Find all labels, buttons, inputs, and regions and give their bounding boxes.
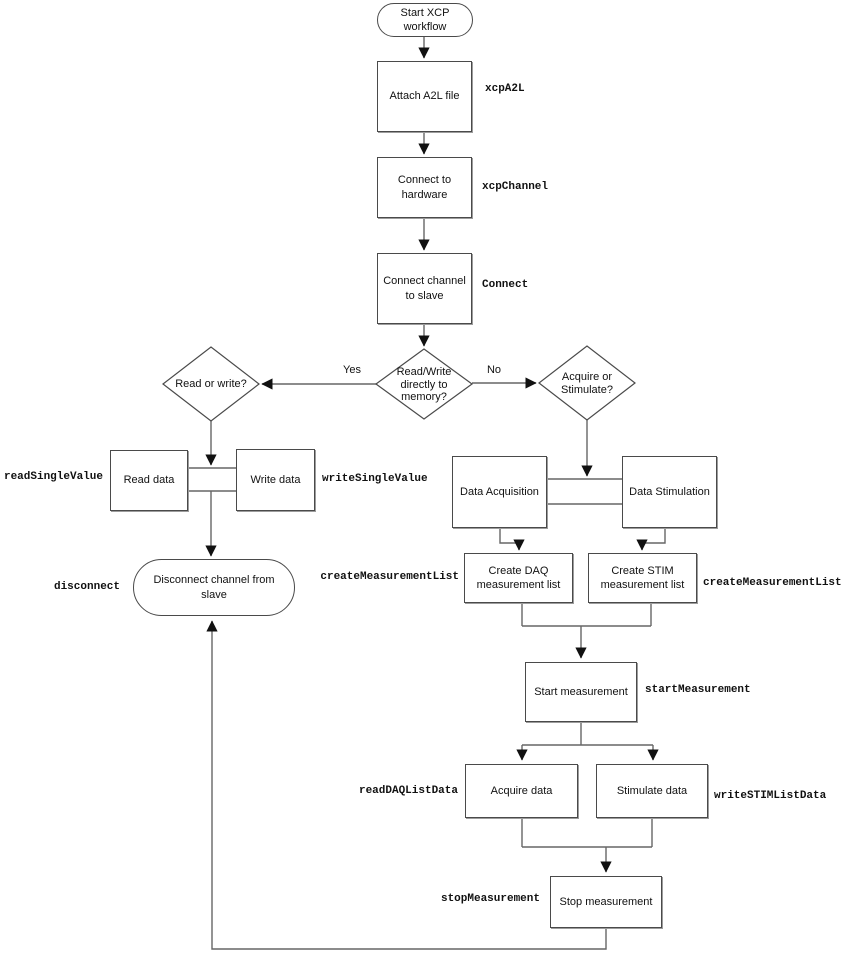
node-start-measurement: Start measurement	[525, 662, 637, 722]
label-xcpChannel: xcpChannel	[482, 181, 549, 193]
decision-acquire-stimulate-label: Acquire or Stimulate?	[561, 371, 613, 396]
label-connect: Connect	[482, 279, 529, 291]
label-createMeasurementList-right: createMeasurementList	[703, 577, 842, 589]
label-createMeasurementList-left: createMeasurementList	[320, 571, 459, 583]
edge-datastim-to-createstim	[636, 528, 666, 551]
label-readDAQListData: readDAQListData	[358, 785, 458, 797]
branch-label-yes: Yes	[343, 364, 361, 376]
node-attach-a2l-file: Attach A2L file	[377, 61, 472, 132]
decision-read-write-shape	[162, 346, 260, 422]
label-writeSTIMListData: writeSTIMListData	[714, 790, 827, 802]
node-create-daq-measurement-list: Create DAQ measurement list	[464, 553, 573, 603]
node-stop-measurement: Stop measurement	[550, 876, 662, 928]
label-xcpA2L: xcpA2L	[485, 83, 525, 95]
node-connect-channel-to-slave: Connect channel to slave	[377, 253, 472, 324]
decision-read-write-label: Read or write?	[175, 378, 247, 390]
node-connect-to-hardware: Connect to hardware	[377, 157, 472, 218]
node-read-data: Read data	[110, 450, 188, 511]
node-data-stimulation: Data Stimulation	[622, 456, 717, 528]
node-data-acquisition: Data Acquisition	[452, 456, 547, 528]
edge-dataacq-to-createdaq	[499, 528, 525, 551]
decision-acquire-stimulate-shape	[538, 345, 636, 421]
node-write-data: Write data	[236, 449, 315, 511]
decision-rw-memory-shape	[374, 348, 474, 420]
label-disconnect: disconnect	[53, 581, 120, 593]
node-disconnect-channel: Disconnect channel from slave	[133, 559, 295, 616]
decision-rw-memory-label: Read/Write directly to memory?	[396, 366, 452, 404]
label-startMeasurement: startMeasurement	[645, 684, 751, 696]
branch-label-no: No	[486, 364, 502, 376]
node-acquire-data: Acquire data	[465, 764, 578, 818]
node-start: Start XCP workflow	[377, 3, 473, 37]
label-readSingleValue: readSingleValue	[3, 471, 103, 483]
label-stopMeasurement: stopMeasurement	[440, 893, 540, 905]
label-writeSingleValue: writeSingleValue	[322, 473, 428, 485]
node-create-stim-measurement-list: Create STIM measurement list	[588, 553, 697, 603]
node-stimulate-data: Stimulate data	[596, 764, 708, 818]
edge-stopmeas-return	[206, 620, 607, 950]
